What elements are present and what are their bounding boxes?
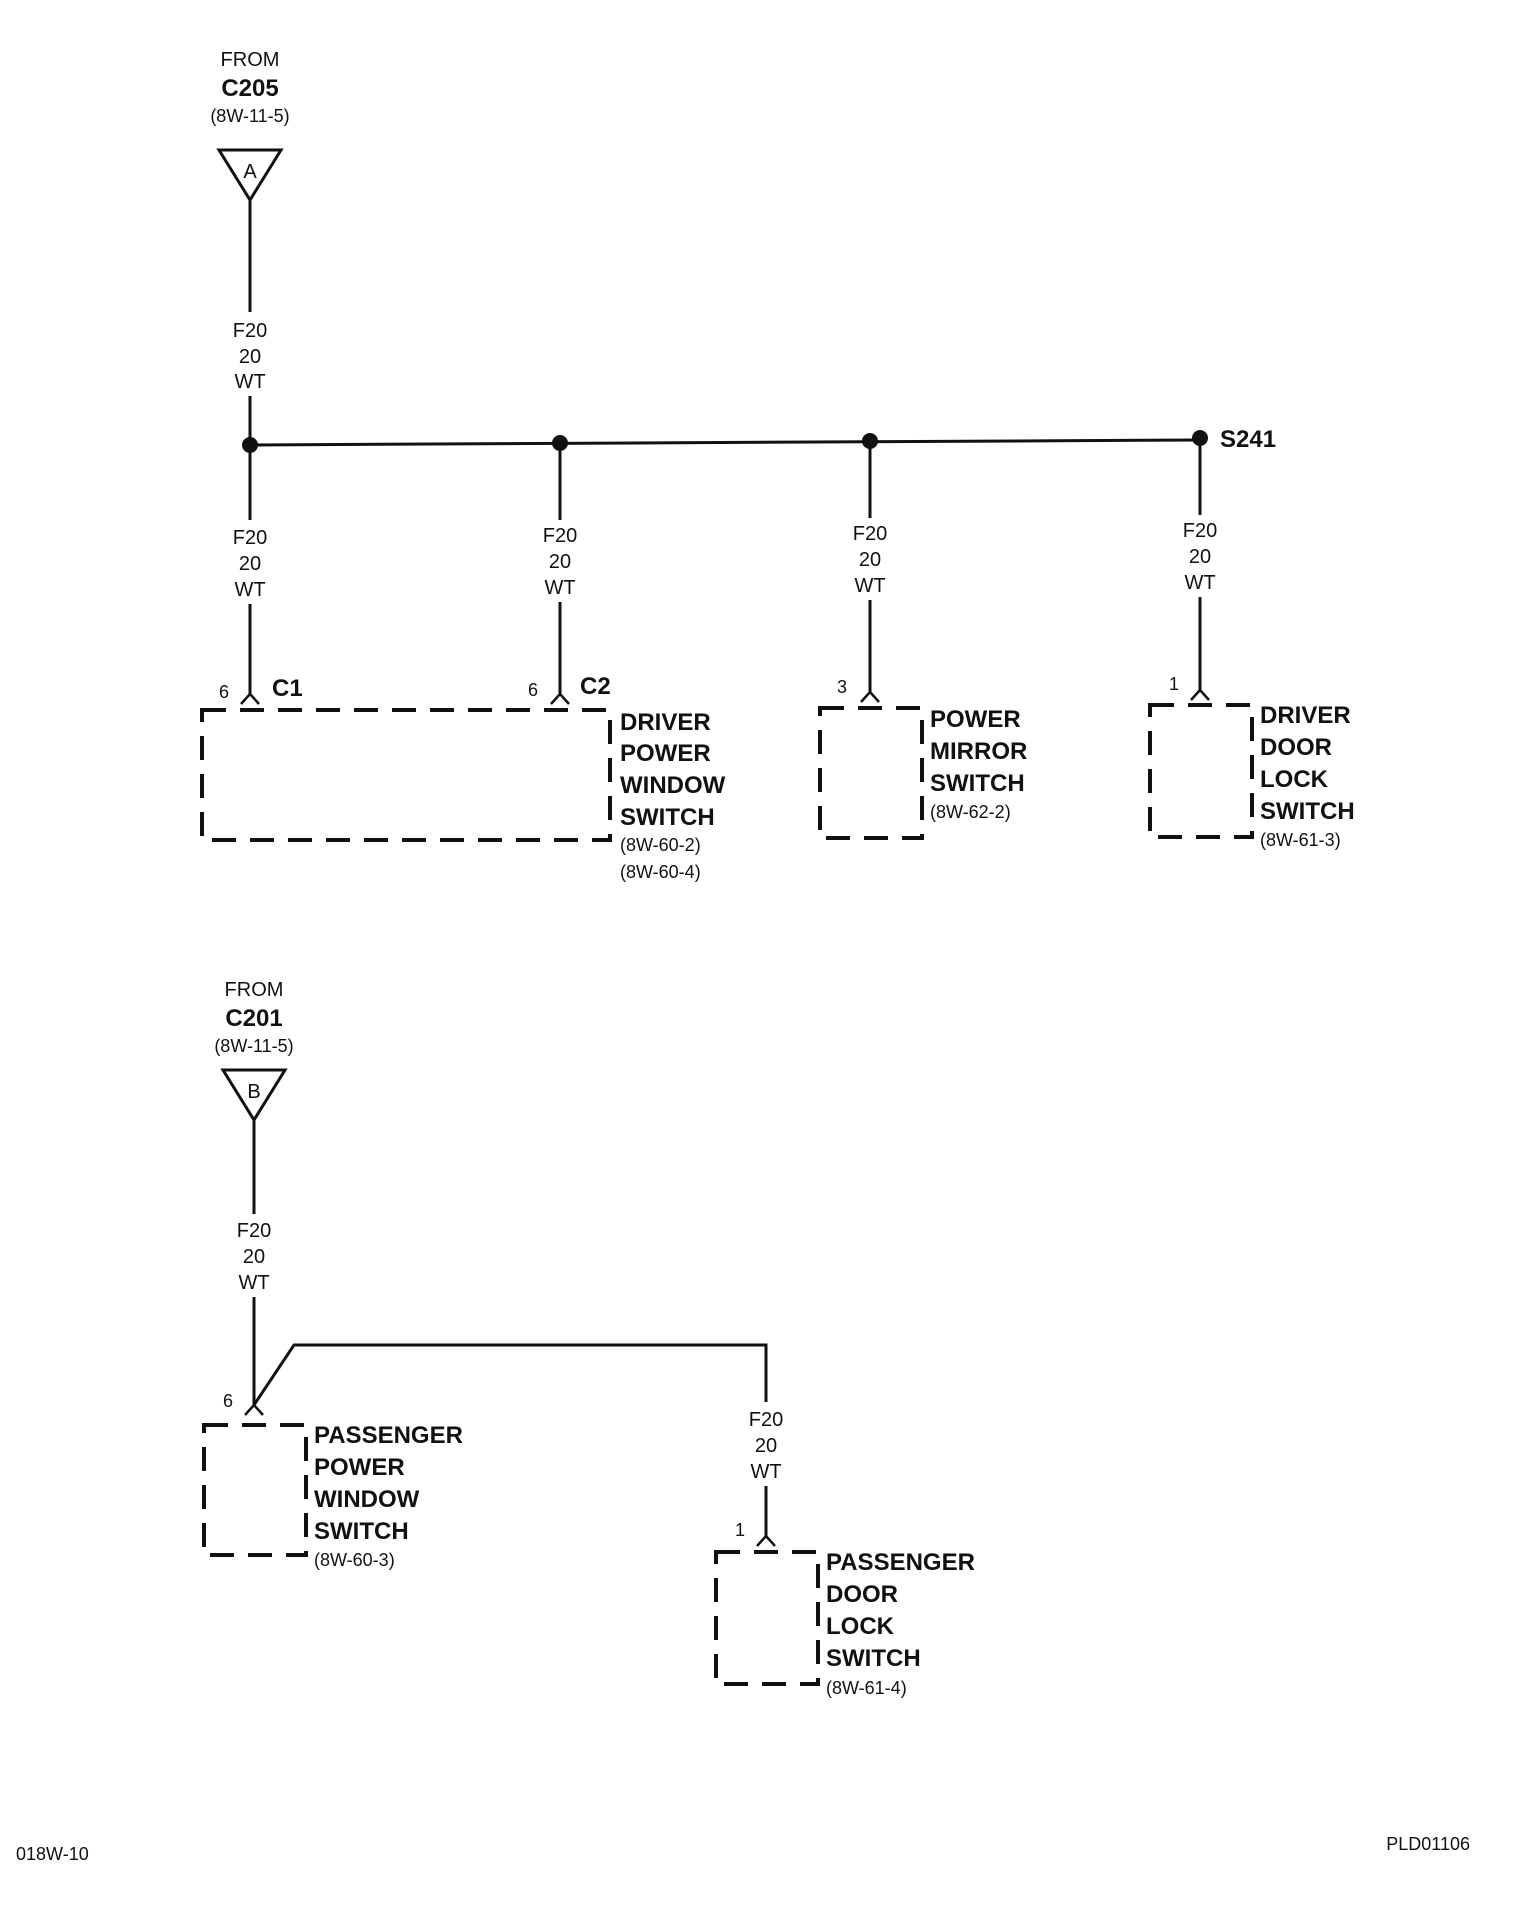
source-b-ref: (8W-11-5)	[214, 1036, 293, 1056]
svg-text:WT: WT	[234, 579, 265, 601]
driver-door-lock-switch-label: DRIVER DOOR LOCK SWITCH (8W-61-3)	[1260, 702, 1355, 850]
svg-text:20: 20	[755, 1435, 777, 1457]
pin-number: 1	[1169, 674, 1179, 694]
footer-right: PLD01106	[1386, 1834, 1470, 1854]
svg-text:MIRROR: MIRROR	[930, 738, 1027, 765]
connector-name: C1	[272, 675, 303, 702]
svg-text:DOOR: DOOR	[826, 1581, 898, 1608]
source-a-connector: C205	[221, 75, 278, 102]
svg-text:F20: F20	[233, 527, 267, 549]
svg-text:WT: WT	[544, 577, 575, 599]
svg-text:WT: WT	[238, 1272, 269, 1294]
svg-text:(8W-62-2): (8W-62-2)	[930, 802, 1011, 822]
wire-label: F20 20 WT	[853, 523, 887, 597]
terminal-icon	[1190, 688, 1210, 701]
connector-name: C2	[580, 673, 611, 700]
svg-text:20: 20	[1189, 546, 1211, 568]
bus-wire	[249, 438, 1201, 447]
svg-text:(8W-61-3): (8W-61-3)	[1260, 830, 1341, 850]
source-b-connector: C201	[225, 1005, 282, 1032]
svg-text:SWITCH: SWITCH	[826, 1645, 921, 1672]
svg-text:SWITCH: SWITCH	[620, 804, 715, 831]
wire-label-a-top: F20 20 WT	[233, 320, 267, 393]
svg-text:WINDOW: WINDOW	[620, 772, 726, 799]
source-b-from: FROM	[225, 979, 284, 1001]
svg-text:DRIVER: DRIVER	[620, 709, 711, 736]
svg-text:(8W-60-4): (8W-60-4)	[620, 862, 701, 882]
svg-text:(8W-60-3): (8W-60-3)	[314, 1550, 395, 1570]
svg-text:POWER: POWER	[314, 1454, 405, 1481]
branch-wire	[252, 1343, 768, 1406]
terminal-icon	[240, 692, 260, 705]
svg-text:F20: F20	[1183, 520, 1217, 542]
source-a-from: FROM	[221, 49, 280, 71]
svg-text:20: 20	[239, 346, 261, 368]
driver-power-window-switch-box	[200, 708, 612, 842]
svg-text:DRIVER: DRIVER	[1260, 702, 1351, 729]
wire-label: F20 20 WT	[233, 527, 267, 601]
pin-number: 6	[219, 682, 229, 702]
svg-text:WT: WT	[1184, 572, 1215, 594]
svg-text:20: 20	[859, 549, 881, 571]
driver-power-window-switch-label: DRIVER POWER WINDOW SWITCH (8W-60-2) (8W…	[620, 709, 726, 882]
svg-text:20: 20	[243, 1246, 265, 1268]
pin-number: 3	[837, 677, 847, 697]
svg-text:PASSENGER: PASSENGER	[826, 1549, 975, 1576]
passenger-power-window-switch-box	[202, 1423, 308, 1557]
svg-text:F20: F20	[543, 525, 577, 547]
wire-label: F20 20 WT	[749, 1409, 783, 1483]
pin-number: 6	[528, 680, 538, 700]
source-b-triangle	[220, 1068, 288, 1123]
pin-number: 6	[223, 1391, 233, 1411]
svg-text:POWER: POWER	[930, 706, 1021, 733]
svg-text:LOCK: LOCK	[826, 1613, 895, 1640]
svg-text:WINDOW: WINDOW	[314, 1486, 420, 1513]
wire-label: F20 20 WT	[543, 525, 577, 599]
source-a-triangle	[216, 148, 284, 203]
splice-name: S241	[1220, 426, 1276, 453]
passenger-door-lock-switch-label: PASSENGER DOOR LOCK SWITCH (8W-61-4)	[826, 1549, 975, 1698]
driver-door-lock-switch-box	[1148, 703, 1254, 839]
passenger-door-lock-switch-box	[714, 1550, 820, 1686]
svg-text:SWITCH: SWITCH	[314, 1518, 409, 1545]
svg-text:20: 20	[239, 553, 261, 575]
svg-text:(8W-60-2): (8W-60-2)	[620, 835, 701, 855]
terminal-icon	[860, 690, 880, 703]
passenger-power-window-switch-label: PASSENGER POWER WINDOW SWITCH (8W-60-3)	[314, 1422, 463, 1570]
svg-text:PASSENGER: PASSENGER	[314, 1422, 463, 1449]
power-mirror-switch-box	[818, 706, 924, 840]
svg-text:(8W-61-4): (8W-61-4)	[826, 1678, 907, 1698]
source-a-letter: A	[243, 161, 257, 183]
svg-text:F20: F20	[237, 1220, 271, 1242]
svg-text:WT: WT	[234, 371, 265, 393]
svg-text:SWITCH: SWITCH	[1260, 798, 1355, 825]
svg-text:F20: F20	[749, 1409, 783, 1431]
pin-number: 1	[735, 1520, 745, 1540]
source-b-letter: B	[247, 1081, 260, 1103]
terminal-icon	[244, 1403, 264, 1416]
svg-text:SWITCH: SWITCH	[930, 770, 1025, 797]
source-a-ref: (8W-11-5)	[210, 106, 289, 126]
footer-left: 018W-10	[16, 1844, 89, 1864]
svg-text:WT: WT	[750, 1461, 781, 1483]
svg-text:LOCK: LOCK	[1260, 766, 1329, 793]
svg-text:DOOR: DOOR	[1260, 734, 1332, 761]
svg-text:WT: WT	[854, 575, 885, 597]
svg-text:F20: F20	[853, 523, 887, 545]
power-mirror-switch-label: POWER MIRROR SWITCH (8W-62-2)	[930, 706, 1027, 822]
svg-text:F20: F20	[233, 320, 267, 342]
svg-text:20: 20	[549, 551, 571, 573]
wire-label: F20 20 WT	[1183, 520, 1217, 594]
svg-text:POWER: POWER	[620, 740, 711, 767]
terminal-icon	[550, 692, 570, 705]
terminal-icon	[756, 1534, 776, 1547]
wire-label-b-top: F20 20 WT	[237, 1220, 271, 1294]
